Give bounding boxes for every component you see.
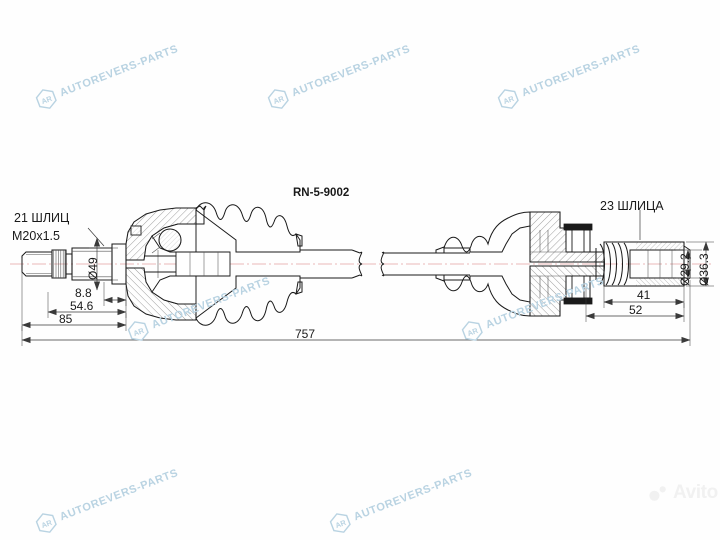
- dimension-label-757: 757: [295, 327, 316, 341]
- dimension-label-8-8: 8.8: [75, 286, 92, 300]
- drawing-body: [10, 202, 714, 346]
- right-spline-label: 23 ШЛИЦА: [600, 199, 664, 213]
- dimension-52: [585, 288, 685, 322]
- dimension-label-41: 41: [637, 288, 651, 302]
- leader-lines: [87, 210, 641, 247]
- dimension-dia36-3: [686, 241, 714, 287]
- inner-boot-bellows: [435, 211, 531, 317]
- dimension-dia29-2: [676, 249, 702, 279]
- dimension-label-85: 85: [59, 312, 73, 326]
- outer-boot-bellows: [195, 202, 303, 326]
- dimension-label-dia36-3: Ø36.3: [697, 253, 711, 286]
- part-number-label: RN-5-9002: [293, 187, 350, 199]
- dimension-label-dia49: Ø49: [86, 257, 100, 280]
- left-spline-label: 21 ШЛИЦ: [14, 211, 70, 225]
- dimension-label-54-6: 54.6: [70, 299, 94, 313]
- left-thread-label: M20x1.5: [12, 229, 60, 243]
- dimension-label-dia29-2: Ø29.2: [678, 253, 692, 286]
- dimension-8-8: [103, 282, 127, 306]
- dimension-dia49: [89, 237, 118, 291]
- dimension-85: [21, 258, 127, 331]
- outer-cv-joint: [125, 207, 231, 321]
- dimension-label-52: 52: [629, 303, 643, 317]
